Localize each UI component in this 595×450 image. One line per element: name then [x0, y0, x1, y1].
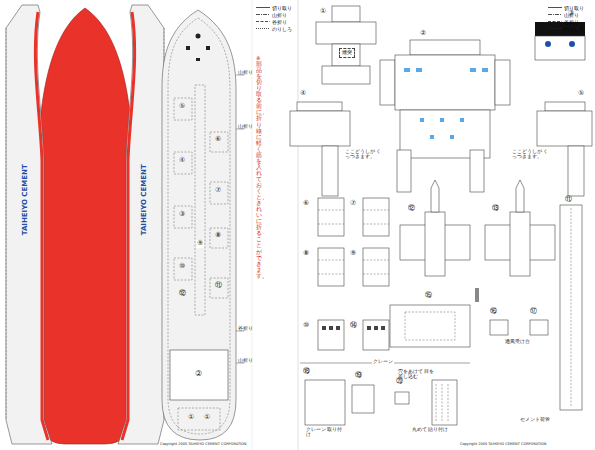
callout-number: ⑤ [578, 90, 584, 98]
copyright: Copyright 2005 TAIHEIYO CEMENT CORPORATI… [160, 443, 246, 447]
callout-number: ⑪ [215, 282, 222, 290]
note-text: ここどうしが くっつきます。 [512, 150, 552, 160]
copyright: Copyright 2005 TAIHEIYO CEMENT CORPORATI… [460, 443, 546, 447]
note-text: クレーン 取り付け [306, 428, 346, 438]
callout-number: ① [188, 414, 194, 422]
line-sample [256, 12, 270, 17]
note-text: 丸めて 貼り付け [412, 428, 452, 433]
fold-label: 山折り [238, 359, 253, 364]
legend-row: 切り取り [548, 4, 584, 11]
callout-number: ① [204, 414, 210, 422]
brand-text: TAIHEIYO CEMENT [21, 164, 29, 235]
legend-row: のりしろ [256, 25, 292, 32]
callout-number: ② [195, 370, 202, 379]
line-sample [548, 12, 562, 17]
brand-text: TAIHEIYO CEMENT [141, 164, 149, 235]
legend-text: のりしろ [272, 26, 292, 32]
legend: 切り取り山折り谷折りのりしろ [256, 4, 292, 32]
line-sample [256, 26, 270, 31]
line-sample [548, 26, 562, 31]
callout-number: ⑦ [350, 200, 356, 208]
callout-number: ⑯ [490, 308, 497, 316]
callout-number: ⑥ [303, 200, 309, 208]
callout-number: ⑦ [215, 187, 221, 195]
legend-row: のりしろ [548, 25, 584, 32]
legend-row: 山折り [548, 11, 584, 18]
legend-row: 切り取り [256, 4, 292, 11]
legend-text: 谷折り [272, 19, 287, 25]
note-text: 通風受け台 [505, 340, 530, 345]
callout-number: ④ [300, 90, 306, 98]
fold-label: 谷折り [238, 327, 253, 332]
callout-number: ⑨ [196, 240, 204, 248]
line-sample [256, 19, 270, 24]
note-text: ここどうしが くっつきます。 [345, 150, 385, 160]
callout-number: ⑨ [350, 250, 356, 258]
legend-text: 切り取り [564, 5, 584, 11]
callout-number: ⑥ [215, 136, 221, 144]
note-text: ※部品を切り取る前に、折り線に軽く筋を入れておくと、きれいに折ることができます。 [256, 55, 262, 279]
legend-text: のりしろ [564, 26, 584, 32]
part-name: クレーン [372, 359, 394, 365]
callout-number: ⑭ [350, 322, 357, 330]
fold-label: 山折り [238, 125, 253, 130]
callout-number: ⑲ [355, 372, 362, 380]
callout-number: ⑫ [179, 290, 186, 298]
callout-number: ① [320, 8, 326, 16]
callout-number: ⑫ [408, 205, 415, 213]
callout-number: ② [420, 30, 426, 38]
callout-number: ③ [179, 211, 185, 219]
legend: 切り取り山折り谷折りのりしろ [548, 4, 584, 32]
callout-number: ⑤ [179, 103, 185, 111]
legend-text: 谷折り [564, 19, 579, 25]
callout-number: ⑳ [396, 378, 403, 386]
fold-label: 山折り [238, 71, 253, 76]
callout-number: ⑰ [530, 308, 537, 316]
legend-text: 切り取り [272, 5, 292, 11]
callout-number: ⑧ [215, 232, 221, 240]
legend-row: 谷折り [256, 18, 292, 25]
part-box: 煙突 [339, 48, 355, 58]
part-name: 煙突 [342, 50, 352, 56]
callout-number: ⑪ [565, 196, 572, 204]
callout-number: ⑮ [425, 292, 432, 300]
legend-row: 山折り [256, 11, 292, 18]
callout-number: ⑧ [303, 250, 309, 258]
line-sample [548, 5, 562, 10]
callout-number: ⑩ [179, 263, 185, 271]
callout-number: ⑩ [303, 322, 309, 330]
part-name: セメント荷管 [520, 418, 550, 423]
callout-number: ⑬ [492, 205, 499, 213]
note-text: 穴をあけて 目を差し込む [398, 370, 438, 380]
callout-number: ④ [179, 157, 185, 165]
callout-number: ⑱ [303, 368, 310, 376]
legend-text: 山折り [272, 12, 287, 18]
legend-row: 谷折り [548, 18, 584, 25]
legend-text: 山折り [564, 12, 579, 18]
line-sample [256, 5, 270, 10]
line-sample [548, 19, 562, 24]
